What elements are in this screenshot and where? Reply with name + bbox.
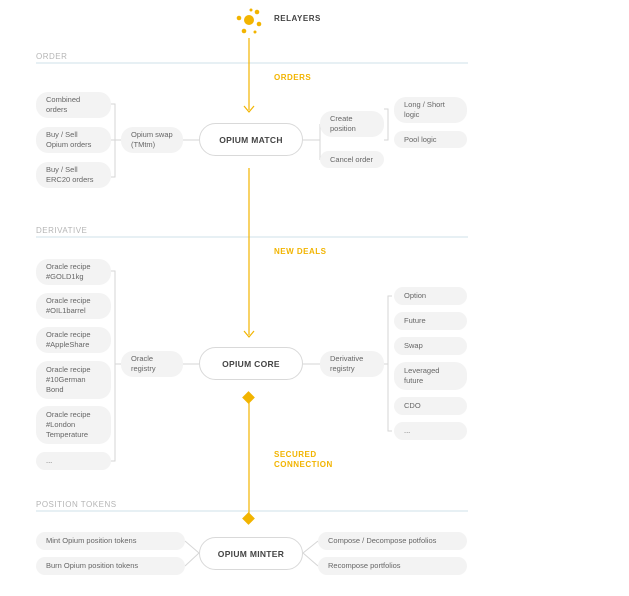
- oracle-recipe-apple-pill: Oracle recipe #AppleShare: [36, 327, 111, 353]
- compose-decompose-pill: Compose / Decompose potfolios: [318, 532, 467, 550]
- cancel-order-pill: Cancel order: [320, 151, 384, 168]
- flow-new-deals: NEW DEALS: [274, 247, 327, 256]
- section-position-tokens: POSITION TOKENS: [36, 500, 117, 509]
- flow-secured-connection: SECURED CONNECTION: [274, 450, 333, 469]
- section-order: ORDER: [36, 52, 68, 61]
- relayers-label: RELAYERS: [274, 14, 321, 23]
- mint-tokens-pill: Mint Opium position tokens: [36, 532, 185, 550]
- opium-match-node[interactable]: OPIUM MATCH: [199, 123, 303, 156]
- derivative-more-pill: ...: [394, 422, 467, 440]
- oracle-recipe-oil-pill: Oracle recipe #OIL1barrel: [36, 293, 111, 319]
- buy-sell-opium-orders-pill: Buy / Sell Opium orders: [36, 127, 111, 153]
- opium-minter-node[interactable]: OPIUM MINTER: [199, 537, 303, 570]
- create-position-pill: Create position: [320, 111, 384, 137]
- buy-sell-erc20-orders-pill: Buy / Sell ERC20 orders: [36, 162, 111, 188]
- leveraged-future-pill: Leveraged future: [394, 362, 467, 390]
- oracle-recipe-bond-pill: Oracle recipe #10German Bond: [36, 361, 111, 399]
- oracle-recipe-gold-pill: Oracle recipe #GOLD1kg: [36, 259, 111, 285]
- relayers-icon: [236, 8, 262, 34]
- pool-logic-pill: Pool logic: [394, 131, 467, 148]
- oracle-recipe-more-pill: ...: [36, 452, 111, 470]
- cdo-pill: CDO: [394, 397, 467, 415]
- burn-tokens-pill: Burn Opium position tokens: [36, 557, 185, 575]
- flow-orders: ORDERS: [274, 73, 312, 82]
- option-pill: Option: [394, 287, 467, 305]
- future-pill: Future: [394, 312, 467, 330]
- opium-core-node[interactable]: OPIUM CORE: [199, 347, 303, 380]
- long-short-logic-pill: Long / Short logic: [394, 97, 467, 123]
- combined-orders-pill: Combined orders: [36, 92, 111, 118]
- swap-pill: Swap: [394, 337, 467, 355]
- oracle-registry-pill: Oracle registry: [121, 351, 183, 377]
- opium-swap-pill: Opium swap (TMtm): [121, 127, 183, 153]
- derivative-registry-pill: Derivative registry: [320, 351, 384, 377]
- recompose-portfolios-pill: Recompose portfolios: [318, 557, 467, 575]
- section-derivative: DERIVATIVE: [36, 226, 88, 235]
- oracle-recipe-temperature-pill: Oracle recipe #London Temperature: [36, 406, 111, 444]
